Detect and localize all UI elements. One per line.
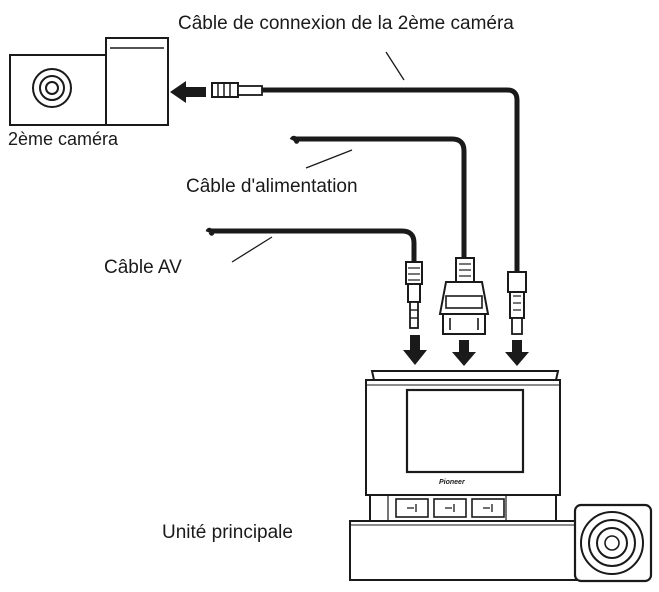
av-jack-body bbox=[405, 261, 423, 285]
button-icon bbox=[407, 504, 417, 512]
second-camera-cable bbox=[211, 82, 527, 335]
arrow-left-icon bbox=[170, 81, 206, 103]
main-unit-lens-core bbox=[604, 535, 620, 551]
label-power-cable: Câble d'alimentation bbox=[186, 176, 358, 197]
label-av-cable: Câble AV bbox=[104, 257, 182, 278]
second-camera-mount bbox=[105, 37, 169, 126]
av-cable bbox=[205, 227, 423, 329]
second-camera-cable-plug bbox=[211, 82, 239, 98]
leader-av-cable bbox=[231, 236, 273, 263]
brand-logo: Pioneer bbox=[439, 479, 466, 486]
label-second-camera-cable: Câble de connexion de la 2ème caméra bbox=[178, 13, 514, 34]
second-camera bbox=[9, 37, 169, 126]
main-unit: Pioneer bbox=[349, 370, 653, 583]
power-cable bbox=[289, 135, 490, 335]
main-unit-top-edge bbox=[370, 370, 560, 381]
arrow-down-icon bbox=[505, 340, 529, 366]
leader-power-cable bbox=[305, 149, 353, 169]
arrow-down-icon bbox=[403, 335, 427, 365]
main-unit-base bbox=[349, 520, 577, 581]
av-jack-pin bbox=[409, 301, 419, 329]
arrow-down-icon bbox=[452, 340, 476, 366]
leader-lines bbox=[231, 51, 405, 263]
insert-arrows bbox=[403, 335, 529, 366]
button-icon bbox=[483, 504, 493, 512]
leader-second-camera-cable bbox=[385, 51, 405, 81]
label-main-unit: Unité principale bbox=[162, 522, 293, 543]
label-second-camera: 2ème caméra bbox=[8, 129, 119, 149]
main-unit-screen bbox=[405, 388, 525, 474]
second-camera-cable-connector bbox=[507, 271, 527, 293]
button-icon bbox=[445, 504, 455, 512]
second-camera-lens-core bbox=[45, 81, 59, 95]
